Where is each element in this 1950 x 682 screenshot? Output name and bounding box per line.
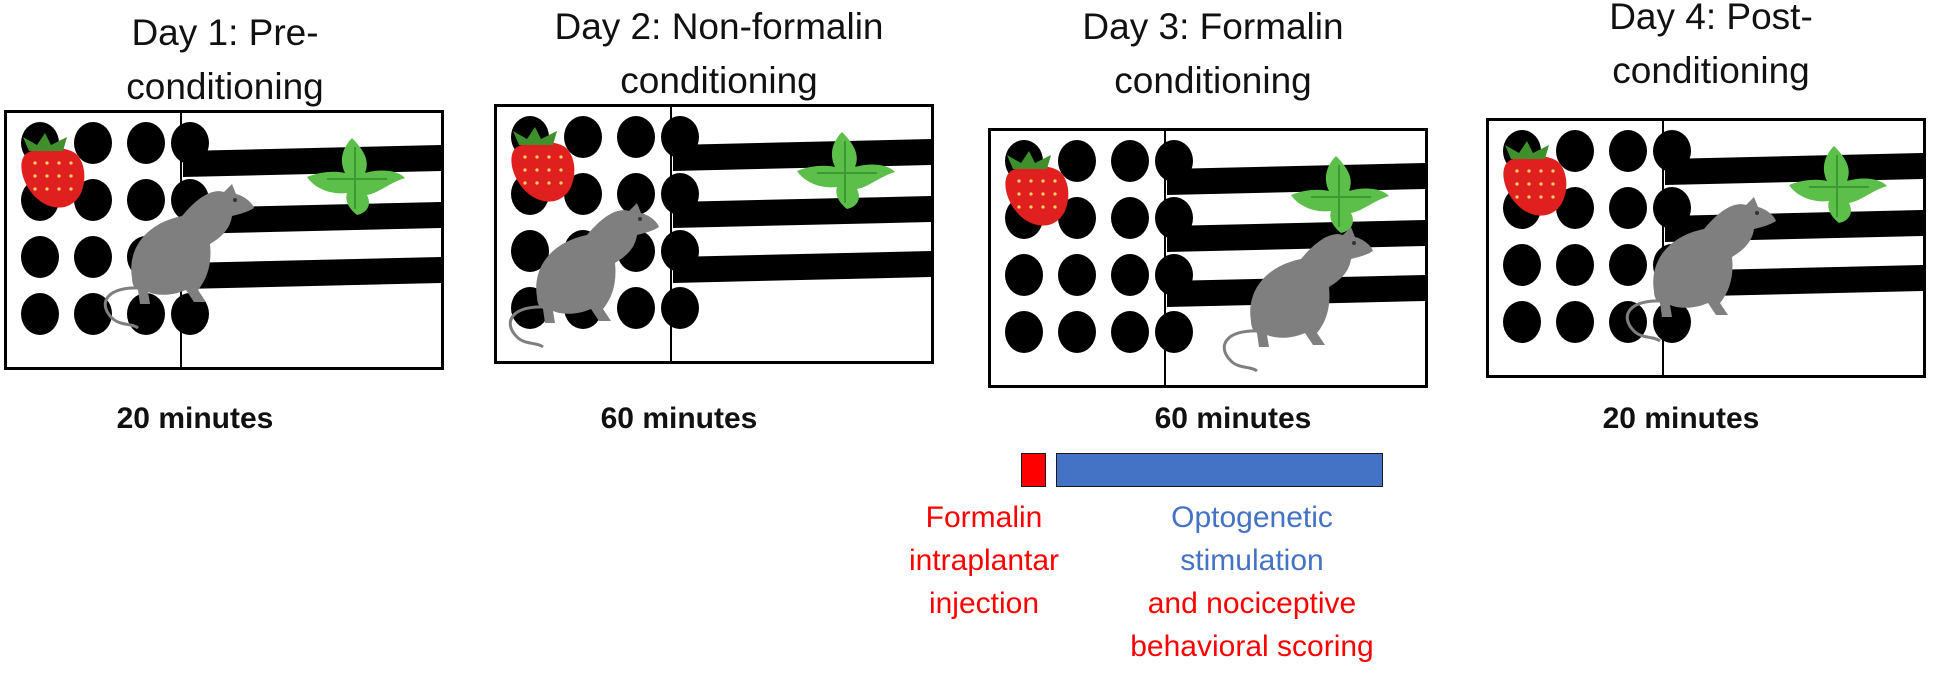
formalin-label-line: intraplantar: [908, 544, 1060, 577]
mouse-icon: [103, 184, 254, 330]
opto-label-line: stimulation: [1180, 544, 1324, 577]
title-line: conditioning: [620, 60, 818, 101]
mouse-icon: [1222, 227, 1373, 373]
strawberry-icon: [1503, 141, 1567, 216]
chamber-drawing: [1503, 121, 1923, 375]
duration-label: 60 minutes: [600, 402, 758, 435]
opto-label-line: and nociceptive: [1147, 587, 1357, 620]
optogenetic-stimulation-bar: [1056, 453, 1383, 487]
conditioning-chamber: [988, 128, 1428, 388]
mint-leaf-icon: [1291, 156, 1389, 233]
chamber-drawing: [508, 107, 931, 361]
formalin-label-line: Formalin: [925, 501, 1043, 534]
stripe-pattern: [183, 145, 441, 289]
formalin-injection-bar: [1021, 453, 1046, 487]
title-line: Day 1: Pre-: [131, 12, 319, 53]
panel-title: Day 2: Non-formalin conditioning: [494, 4, 944, 103]
mint-leaf-icon: [1789, 146, 1887, 223]
strawberry-icon: [1005, 151, 1069, 226]
duration-label: 60 minutes: [1154, 402, 1312, 435]
panel-day4: Day 4: Post- conditioning 20 minutes: [1486, 0, 1936, 682]
duration-label: 20 minutes: [1602, 402, 1760, 435]
panel-title: Day 1: Pre- conditioning: [0, 10, 450, 109]
conditioning-chamber: [494, 104, 934, 364]
title-line: Day 2: Non-formalin: [554, 6, 884, 47]
stripe-pattern: [1167, 163, 1425, 307]
stripe-pattern: [673, 139, 931, 283]
mouse-icon: [508, 203, 659, 349]
panel-day2: Day 2: Non-formalin conditioning 60 minu…: [494, 0, 944, 682]
optogenetic-legend: Optogenetic stimulation and nociceptive …: [1102, 496, 1402, 668]
duration-label: 20 minutes: [116, 402, 274, 435]
formalin-label-line: injection: [928, 587, 1040, 620]
conditioning-chamber: [1486, 118, 1926, 378]
title-line: Day 4: Post-: [1609, 0, 1813, 37]
mouse-icon: [1625, 197, 1776, 343]
strawberry-icon: [511, 127, 575, 202]
title-line: Day 3: Formalin: [1082, 6, 1344, 47]
title-line: conditioning: [1612, 50, 1810, 91]
conditioning-chamber: [4, 110, 444, 370]
mint-leaf-icon: [307, 138, 405, 215]
title-line: conditioning: [126, 66, 324, 107]
opto-label-line: Optogenetic: [1171, 501, 1333, 534]
opto-label-line: behavioral scoring: [1130, 630, 1374, 663]
formalin-legend: Formalin intraplantar injection: [884, 496, 1084, 625]
chamber-drawing: [21, 113, 441, 367]
title-line: conditioning: [1114, 60, 1312, 101]
strawberry-icon: [21, 133, 85, 208]
panel-title: Day 3: Formalin conditioning: [988, 4, 1438, 103]
panel-day1: Day 1: Pre- conditioning 20 minutes: [0, 0, 450, 682]
panel-day3: Day 3: Formalin conditioning 60 minutes: [988, 0, 1438, 682]
panel-title: Day 4: Post- conditioning: [1486, 0, 1936, 93]
mint-leaf-icon: [797, 132, 895, 209]
chamber-drawing: [1005, 131, 1425, 385]
